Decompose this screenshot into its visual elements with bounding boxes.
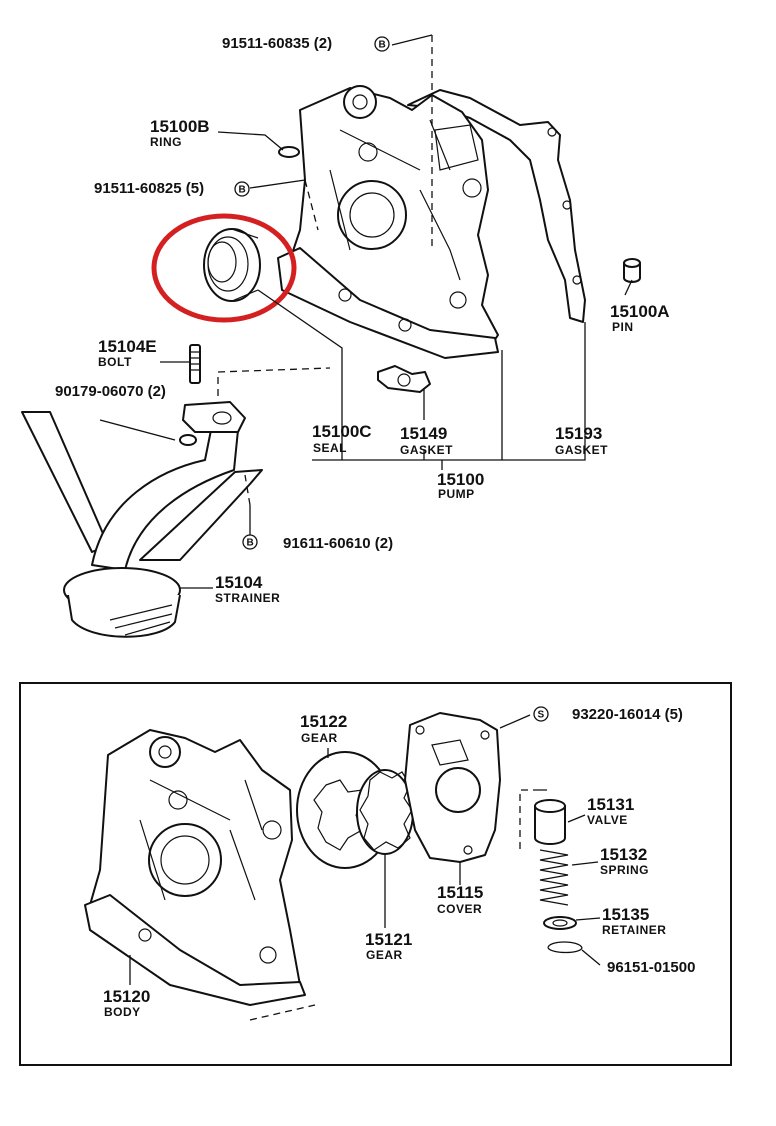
label-15100a: 15100A (610, 302, 670, 321)
bolt-symbol-b: B (374, 36, 390, 52)
label-15104: 15104 (215, 573, 263, 592)
oil-seal-15100c (203, 228, 261, 302)
label-cover: COVER (437, 902, 482, 916)
lower-leader-lines (129, 714, 601, 985)
label-96151-01500: 96151-01500 (607, 959, 695, 976)
label-retainer: RETAINER (602, 923, 666, 937)
svg-text:B: B (247, 538, 254, 549)
label-gear-15122: GEAR (301, 731, 338, 745)
label-spring: SPRING (600, 863, 649, 877)
o-ring-15100b (278, 146, 300, 158)
label-15115: 15115 (437, 883, 483, 902)
label-91611-60610: 91611-60610 (2) (283, 535, 393, 552)
label-15100b: 15100B (150, 117, 210, 136)
stud-bolt-15104e (189, 344, 201, 384)
pump-body-15120 (84, 729, 316, 1021)
label-15149: 15149 (400, 424, 447, 443)
label-gasket-15149: GASKET (400, 443, 453, 457)
relief-valve-15131 (534, 799, 566, 845)
label-93220-16014: 93220-16014 (5) (572, 706, 683, 723)
label-15193: 15193 (555, 424, 602, 443)
label-90179-06070: 90179-06070 (2) (55, 383, 166, 400)
label-15104e: 15104E (98, 337, 157, 356)
svg-text:B: B (379, 40, 386, 51)
label-seal: SEAL (313, 441, 347, 455)
svg-text:S: S (538, 710, 545, 721)
oil-pump-assembly (277, 85, 499, 359)
label-91511-60835: 91511-60835 (2) (222, 35, 332, 52)
svg-text:B: B (239, 185, 246, 196)
label-15100: 15100 (437, 470, 484, 489)
label-91511-60825: 91511-60825 (5) (94, 180, 204, 197)
label-15121: 15121 (365, 930, 412, 949)
inset-frame (19, 682, 732, 1066)
pump-cover-15115 (404, 712, 501, 863)
screw-symbol-s: S (533, 706, 549, 722)
spring-retainer-15135 (543, 916, 577, 930)
strainer-gasket-15149 (377, 365, 431, 393)
label-15100c: 15100C (312, 422, 372, 441)
label-gear-15121: GEAR (366, 948, 403, 962)
oil-strainer-15104 (21, 401, 263, 638)
highlight-circle (151, 213, 297, 323)
label-ring: RING (150, 135, 182, 149)
label-strainer: STRAINER (215, 591, 280, 605)
pin-15100a (623, 258, 641, 283)
label-15132: 15132 (600, 845, 647, 864)
bolt-symbol-b: B (242, 534, 258, 550)
label-gasket-15193: GASKET (555, 443, 608, 457)
label-15131: 15131 (587, 795, 634, 814)
label-pin: PIN (612, 320, 634, 334)
snap-ring-96151-01500 (547, 941, 583, 954)
label-15120: 15120 (103, 987, 150, 1006)
upper-leader-lines (99, 34, 633, 589)
label-15135: 15135 (602, 905, 649, 924)
label-valve: VALVE (587, 813, 628, 827)
label-body: BODY (104, 1005, 141, 1019)
label-pump: PUMP (438, 487, 475, 501)
pump-gasket-15193 (407, 89, 586, 323)
bolt-symbol-b: B (234, 181, 250, 197)
relief-spring-15132 (539, 849, 569, 906)
label-15122: 15122 (300, 712, 347, 731)
label-bolt: BOLT (98, 355, 132, 369)
